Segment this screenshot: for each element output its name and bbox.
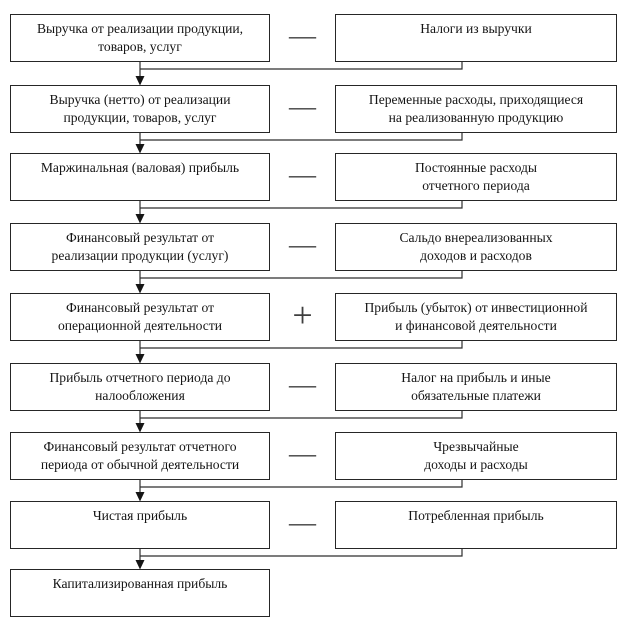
box-text-line: операционной деятельности [57, 317, 223, 333]
flow-row-2: Выручка (нетто) от реализации продукции,… [0, 85, 620, 133]
box-text-line: Финансовый результат от [65, 300, 215, 315]
minus-operator-sign: — [289, 159, 316, 189]
connector-line [139, 271, 463, 286]
connector-line [139, 411, 463, 425]
flow-box-profit-tax: Налог на прибыль и иные обязательные пла… [335, 363, 617, 411]
flow-row-7: Финансовый результат отчетного периода о… [0, 432, 620, 480]
box-text-line: Прибыль отчетного периода до [49, 370, 231, 385]
box-text-line: Выручка от реализации продукции, [36, 21, 244, 36]
connector-line [139, 549, 463, 562]
box-text-line: обязательные платежи [411, 387, 541, 403]
flow-row-8: Чистая прибыль — Потребленная прибыль [0, 501, 620, 549]
flow-box-consumed-profit: Потребленная прибыль [335, 501, 617, 549]
flow-box-variable-costs: Переменные расходы, приходящиеся на реал… [335, 85, 617, 133]
box-text-line: отчетного периода [422, 177, 530, 193]
box-text-line: доходов и расходов [420, 247, 532, 263]
box-text-line: Маржинальная (валовая) прибыль [40, 160, 240, 175]
box-text-line: Потребленная прибыль [408, 508, 544, 523]
minus-operator-sign: — [289, 20, 316, 50]
flow-row-6: Прибыль отчетного периода до налообложен… [0, 363, 620, 411]
connector-line [139, 201, 463, 216]
box-text-line: на реализованную продукцию [388, 109, 564, 125]
flow-box-fixed-costs: Постоянные расходы отчетного периода [335, 153, 617, 201]
minus-operator-sign: — [289, 438, 316, 468]
box-text-line: налообложения [95, 387, 185, 403]
box-text-line: продукции, товаров, услуг [63, 109, 217, 125]
flow-box-extraordinary-items: Чрезвычайные доходы и расходы [335, 432, 617, 480]
box-text-line: Сальдо внереализованных [399, 230, 553, 245]
flow-row-3: Маржинальная (валовая) прибыль — Постоян… [0, 153, 620, 201]
box-text-line: доходы и расходы [424, 456, 528, 472]
plus-operator-sign: + [292, 295, 313, 335]
flow-row-1: Выручка от реализации продукции, товаров… [0, 14, 620, 62]
box-text-line: реализации продукции (услуг) [51, 247, 229, 263]
flow-row-5: Финансовый результат от операционной дея… [0, 293, 620, 341]
box-text-line: Капитализированная прибыль [52, 576, 228, 591]
flow-box-ordinary-activity-result: Финансовый результат отчетного периода о… [10, 432, 270, 480]
box-text-line: Чрезвычайные [433, 439, 519, 454]
minus-operator-sign: — [289, 91, 316, 121]
flow-box-capitalized-profit: Капитализированная прибыль [10, 569, 270, 617]
connector-line [139, 133, 463, 146]
box-text-line: Переменные расходы, приходящиеся [368, 92, 584, 107]
box-text-line: Чистая прибыль [92, 508, 188, 523]
flow-box-revenue: Выручка от реализации продукции, товаров… [10, 14, 270, 62]
minus-operator-sign: — [289, 369, 316, 399]
box-text-line: Выручка (нетто) от реализации [49, 92, 231, 107]
connector-line [139, 341, 463, 356]
box-text-line: товаров, услуг [98, 38, 182, 54]
box-text-line: Налоги из выручки [420, 21, 532, 36]
minus-operator-sign: — [289, 507, 316, 537]
flow-row-9: Капитализированная прибыль [0, 569, 620, 617]
minus-operator-sign: — [289, 229, 316, 259]
connector-line [139, 480, 463, 494]
flow-box-pretax-profit: Прибыль отчетного периода до налообложен… [10, 363, 270, 411]
box-text-line: и финансовой деятельности [395, 317, 557, 333]
connector-line [139, 62, 463, 78]
flow-box-net-revenue: Выручка (нетто) от реализации продукции,… [10, 85, 270, 133]
box-text-line: Постоянные расходы [414, 160, 538, 175]
flow-box-net-profit: Чистая прибыль [10, 501, 270, 549]
flow-box-operating-result: Финансовый результат от операционной дея… [10, 293, 270, 341]
box-text-line: Финансовый результат от [65, 230, 215, 245]
box-text-line: Финансовый результат отчетного [43, 439, 237, 454]
flow-row-4: Финансовый результат от реализации проду… [0, 223, 620, 271]
flow-box-non-sales-balance: Сальдо внереализованных доходов и расход… [335, 223, 617, 271]
flow-box-marginal-profit: Маржинальная (валовая) прибыль [10, 153, 270, 201]
box-text-line: Прибыль (убыток) от инвестиционной [364, 300, 588, 315]
box-text-line: Налог на прибыль и иные [401, 370, 551, 385]
flow-box-taxes-from-revenue: Налоги из выручки [335, 14, 617, 62]
box-text-line: периода от обычной деятельности [40, 456, 240, 472]
flow-box-sales-financial-result: Финансовый результат от реализации проду… [10, 223, 270, 271]
flow-box-investment-financial-profit: Прибыль (убыток) от инвестиционной и фин… [335, 293, 617, 341]
